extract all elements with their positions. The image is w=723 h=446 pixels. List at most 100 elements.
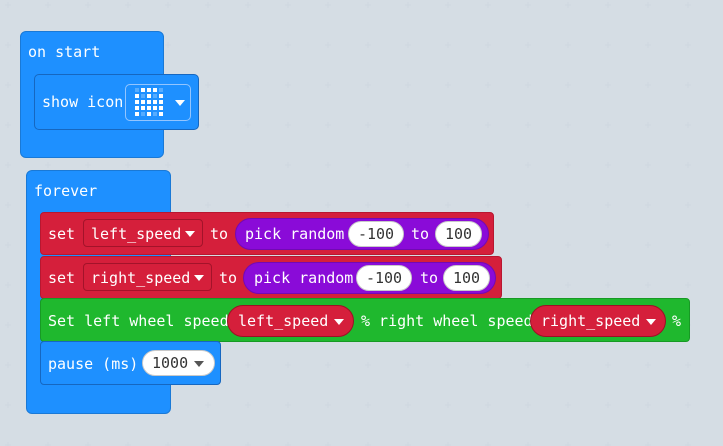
grid-mark bbox=[5, 82, 11, 88]
grid-mark bbox=[325, 82, 331, 88]
grid-mark bbox=[685, 122, 691, 128]
grid-mark bbox=[405, 362, 411, 368]
grid-mark bbox=[445, 2, 451, 8]
grid-mark bbox=[445, 442, 451, 446]
grid-mark bbox=[685, 82, 691, 88]
grid-mark bbox=[205, 402, 211, 408]
grid-mark bbox=[605, 362, 611, 368]
random-max-input[interactable]: 100 bbox=[443, 265, 490, 291]
grid-mark bbox=[165, 2, 171, 8]
grid-mark bbox=[5, 2, 11, 8]
grid-mark bbox=[5, 242, 11, 248]
right-speed-reporter[interactable]: right_speed bbox=[530, 305, 666, 337]
grid-mark bbox=[485, 362, 491, 368]
grid-mark bbox=[325, 2, 331, 8]
grid-mark bbox=[205, 2, 211, 8]
grid-mark bbox=[685, 402, 691, 408]
grid-mark bbox=[365, 402, 371, 408]
grid-mark bbox=[605, 242, 611, 248]
grid-mark bbox=[685, 442, 691, 446]
grid-mark bbox=[445, 362, 451, 368]
grid-mark bbox=[445, 162, 451, 168]
grid-mark bbox=[205, 162, 211, 168]
grid-mark bbox=[565, 242, 571, 248]
grid-mark bbox=[485, 122, 491, 128]
grid-mark bbox=[605, 162, 611, 168]
grid-mark bbox=[565, 442, 571, 446]
grid-mark bbox=[365, 162, 371, 168]
grid-mark bbox=[565, 162, 571, 168]
grid-mark bbox=[165, 42, 171, 48]
grid-mark bbox=[485, 202, 491, 208]
random-min-input[interactable]: -100 bbox=[356, 265, 412, 291]
variable-dropdown-right-speed[interactable]: right_speed bbox=[83, 263, 212, 291]
grid-mark bbox=[645, 122, 651, 128]
grid-mark bbox=[405, 162, 411, 168]
left-speed-reporter[interactable]: left_speed bbox=[227, 305, 354, 337]
grid-mark bbox=[445, 202, 451, 208]
grid-mark bbox=[605, 442, 611, 446]
grid-mark bbox=[405, 42, 411, 48]
grid-mark bbox=[685, 202, 691, 208]
grid-mark bbox=[245, 402, 251, 408]
grid-mark bbox=[85, 442, 91, 446]
grid-mark bbox=[485, 402, 491, 408]
grid-mark bbox=[85, 2, 91, 8]
random-min-input[interactable]: -100 bbox=[348, 221, 404, 247]
chevron-down-icon bbox=[194, 360, 205, 367]
grid-mark bbox=[565, 2, 571, 8]
ghost-icon bbox=[135, 88, 163, 116]
set-left-wheel-label: Set left wheel speed bbox=[48, 312, 229, 330]
grid-mark bbox=[205, 202, 211, 208]
grid-mark bbox=[285, 362, 291, 368]
grid-mark bbox=[285, 42, 291, 48]
grid-mark bbox=[45, 2, 51, 8]
grid-mark bbox=[365, 442, 371, 446]
to-keyword: to bbox=[411, 225, 430, 243]
icon-dropdown[interactable] bbox=[125, 84, 191, 121]
grid-mark bbox=[685, 162, 691, 168]
grid-mark bbox=[565, 202, 571, 208]
to-keyword: to bbox=[210, 225, 229, 243]
grid-mark bbox=[45, 442, 51, 446]
grid-mark bbox=[645, 2, 651, 8]
grid-mark bbox=[285, 122, 291, 128]
chevron-down-icon bbox=[175, 100, 185, 106]
grid-mark bbox=[5, 202, 11, 208]
chevron-down-icon bbox=[194, 275, 204, 281]
grid-mark bbox=[685, 282, 691, 288]
grid-mark bbox=[485, 162, 491, 168]
grid-mark bbox=[365, 202, 371, 208]
variable-dropdown-left-speed[interactable]: left_speed bbox=[83, 219, 203, 247]
grid-mark bbox=[685, 42, 691, 48]
on-start-label: on start bbox=[28, 43, 101, 61]
variable-name: right_speed bbox=[541, 312, 641, 330]
grid-mark bbox=[405, 442, 411, 446]
chevron-down-icon bbox=[646, 318, 657, 325]
grid-mark bbox=[365, 82, 371, 88]
grid-mark bbox=[325, 442, 331, 446]
grid-mark bbox=[325, 162, 331, 168]
pause-duration-dropdown[interactable]: 1000 bbox=[142, 350, 215, 376]
grid-mark bbox=[325, 362, 331, 368]
grid-mark bbox=[565, 42, 571, 48]
grid-mark bbox=[405, 2, 411, 8]
pause-value: 1000 bbox=[152, 354, 189, 372]
grid-mark bbox=[245, 2, 251, 8]
pick-random-label: pick random bbox=[245, 225, 345, 243]
grid-mark bbox=[525, 42, 531, 48]
grid-mark bbox=[565, 282, 571, 288]
grid-mark bbox=[285, 82, 291, 88]
grid-mark bbox=[5, 122, 11, 128]
grid-mark bbox=[645, 242, 651, 248]
grid-mark bbox=[125, 2, 131, 8]
random-max-input[interactable]: 100 bbox=[435, 221, 482, 247]
grid-mark bbox=[285, 202, 291, 208]
grid-mark bbox=[605, 402, 611, 408]
grid-mark bbox=[485, 42, 491, 48]
grid-mark bbox=[645, 202, 651, 208]
grid-mark bbox=[365, 42, 371, 48]
grid-mark bbox=[605, 122, 611, 128]
grid-mark bbox=[85, 162, 91, 168]
